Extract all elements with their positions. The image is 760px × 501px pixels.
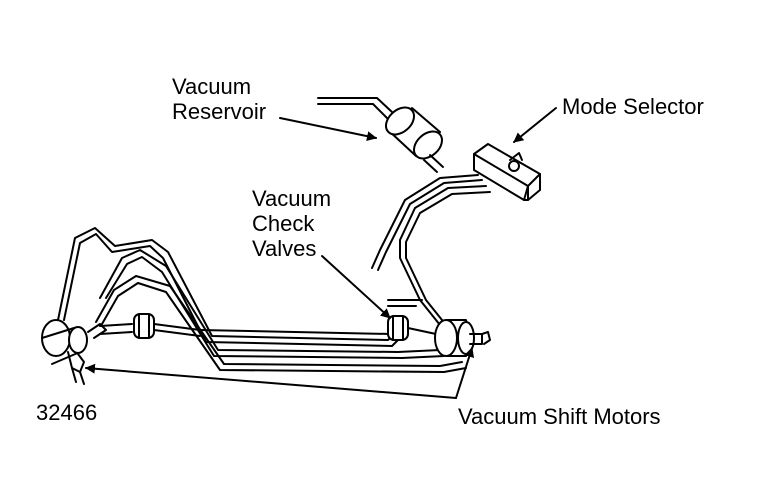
selector-vacuum-lines [371,174,491,331]
vacuum-check-valves-label: Vacuum Check Valves [252,186,331,261]
arrow-vacuum-reservoir [279,117,377,142]
vacuum-reservoir [385,106,444,173]
vacuum-reservoir-label-line-2: Reservoir [172,99,267,124]
vacuum-reservoir-label-line-1: Vacuum [172,74,252,99]
figure-number: 32466 [36,400,98,425]
vacuum-reservoir-label: Vacuum Reservoir [172,74,266,124]
vacuum-check-valves-label-line-3: Valves [252,236,317,261]
mode-selector [473,143,541,201]
vacuum-supply-pipe [317,97,393,119]
vacuum-check-valves-label-line-1: Vacuum [252,186,332,211]
arrow-right-shift-motor [455,347,475,399]
vacuum-check-valves-label-line-2: Check [252,211,315,236]
arrow-left-shift-motor [85,363,457,399]
arrow-vacuum-check-valves [321,255,391,319]
right-vacuum-shift-motor [434,319,491,357]
arrow-mode-selector [513,107,557,143]
routing-vacuum-lines [57,227,467,373]
vacuum-shift-motors-label: Vacuum Shift Motors [458,404,661,429]
mode-selector-label: Mode Selector [562,94,704,119]
left-vacuum-shift-motor [41,319,107,385]
leader-arrows [85,107,557,399]
right-vacuum-check-valve [387,315,437,341]
left-vacuum-check-valve [99,313,201,339]
